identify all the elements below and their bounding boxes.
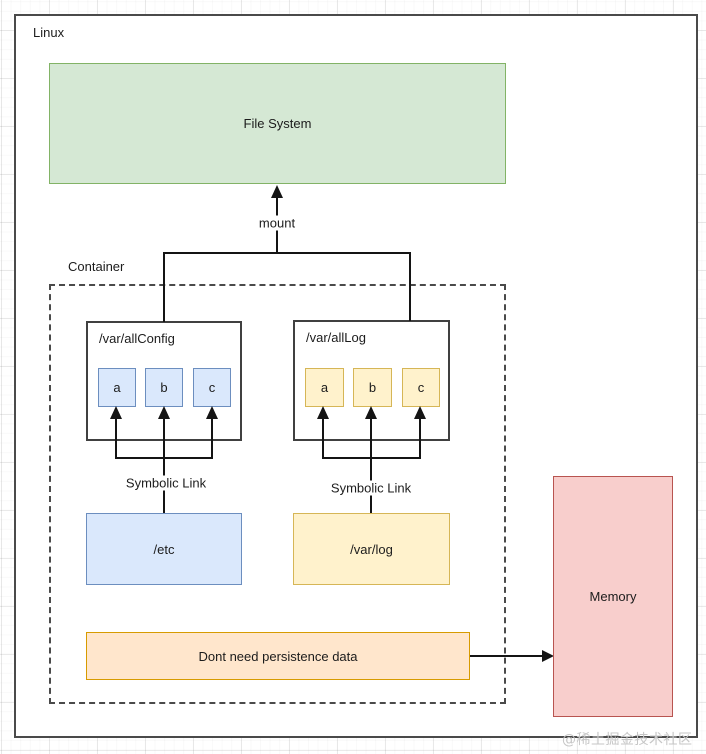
allconfig-cell-a-label: a bbox=[113, 380, 121, 395]
branch-left-line bbox=[163, 252, 165, 322]
juejin-watermark: @稀土掘金技术社区 bbox=[562, 732, 693, 748]
file-system-box: File System bbox=[49, 63, 506, 184]
alllog-cell-b: b bbox=[353, 368, 392, 407]
symbolic-link-right-label: Symbolic Link bbox=[327, 480, 415, 496]
allconfig-cell-b: b bbox=[145, 368, 183, 407]
etc-label: /etc bbox=[153, 541, 175, 557]
allconfig-cell-b-label: b bbox=[160, 380, 168, 395]
symlink-right-bracket-line bbox=[322, 457, 421, 459]
symlink-right-line-c bbox=[419, 417, 421, 459]
symlink-right-line-a bbox=[322, 417, 324, 459]
symlink-left-arrowhead-b-icon bbox=[158, 406, 170, 419]
var-log-label: /var/log bbox=[350, 541, 393, 557]
symlink-left-arrowhead-a-icon bbox=[110, 406, 122, 419]
symlink-left-bracket-line bbox=[115, 457, 213, 459]
allconfig-cell-c: c bbox=[193, 368, 231, 407]
alllog-cell-a: a bbox=[305, 368, 344, 407]
allconfig-cell-c-label: c bbox=[208, 380, 216, 395]
file-system-label: File System bbox=[243, 116, 312, 131]
etc-box: /etc bbox=[86, 513, 242, 585]
alllog-cell-a-label: a bbox=[320, 380, 329, 395]
symlink-right-line-b bbox=[370, 417, 372, 513]
linux-label: Linux bbox=[33, 25, 65, 40]
branch-horizontal-line bbox=[163, 252, 411, 254]
symbolic-link-left-label: Symbolic Link bbox=[122, 475, 210, 491]
symlink-right-arrowhead-a-icon bbox=[317, 406, 329, 419]
container-boundary-box bbox=[49, 284, 506, 704]
branch-right-line bbox=[409, 252, 411, 321]
var-alllog-title: /var/allLog bbox=[306, 330, 366, 345]
var-allconfig-title: /var/allConfig bbox=[99, 331, 175, 346]
memory-arrowhead-icon bbox=[542, 650, 554, 662]
allconfig-cell-a: a bbox=[98, 368, 136, 407]
memory-label: Memory bbox=[589, 589, 637, 604]
container-label: Container bbox=[68, 259, 125, 274]
symlink-right-arrowhead-c-icon bbox=[414, 406, 426, 419]
memory-arrow-line bbox=[470, 655, 543, 657]
mount-label: mount bbox=[255, 215, 299, 231]
symlink-left-arrowhead-c-icon bbox=[206, 406, 218, 419]
symlink-left-line-c bbox=[211, 417, 213, 459]
persistence-box: Dont need persistence data bbox=[86, 632, 470, 680]
mount-arrowhead-icon bbox=[271, 185, 283, 198]
persistence-label: Dont need persistence data bbox=[198, 648, 358, 664]
symlink-left-line-b bbox=[163, 417, 165, 513]
memory-box: Memory bbox=[553, 476, 673, 717]
symlink-left-line-a bbox=[115, 417, 117, 459]
symlink-right-arrowhead-b-icon bbox=[365, 406, 377, 419]
alllog-cell-c-label: c bbox=[417, 380, 425, 395]
var-log-box: /var/log bbox=[293, 513, 450, 585]
alllog-cell-c: c bbox=[402, 368, 440, 407]
alllog-cell-b-label: b bbox=[368, 380, 377, 395]
